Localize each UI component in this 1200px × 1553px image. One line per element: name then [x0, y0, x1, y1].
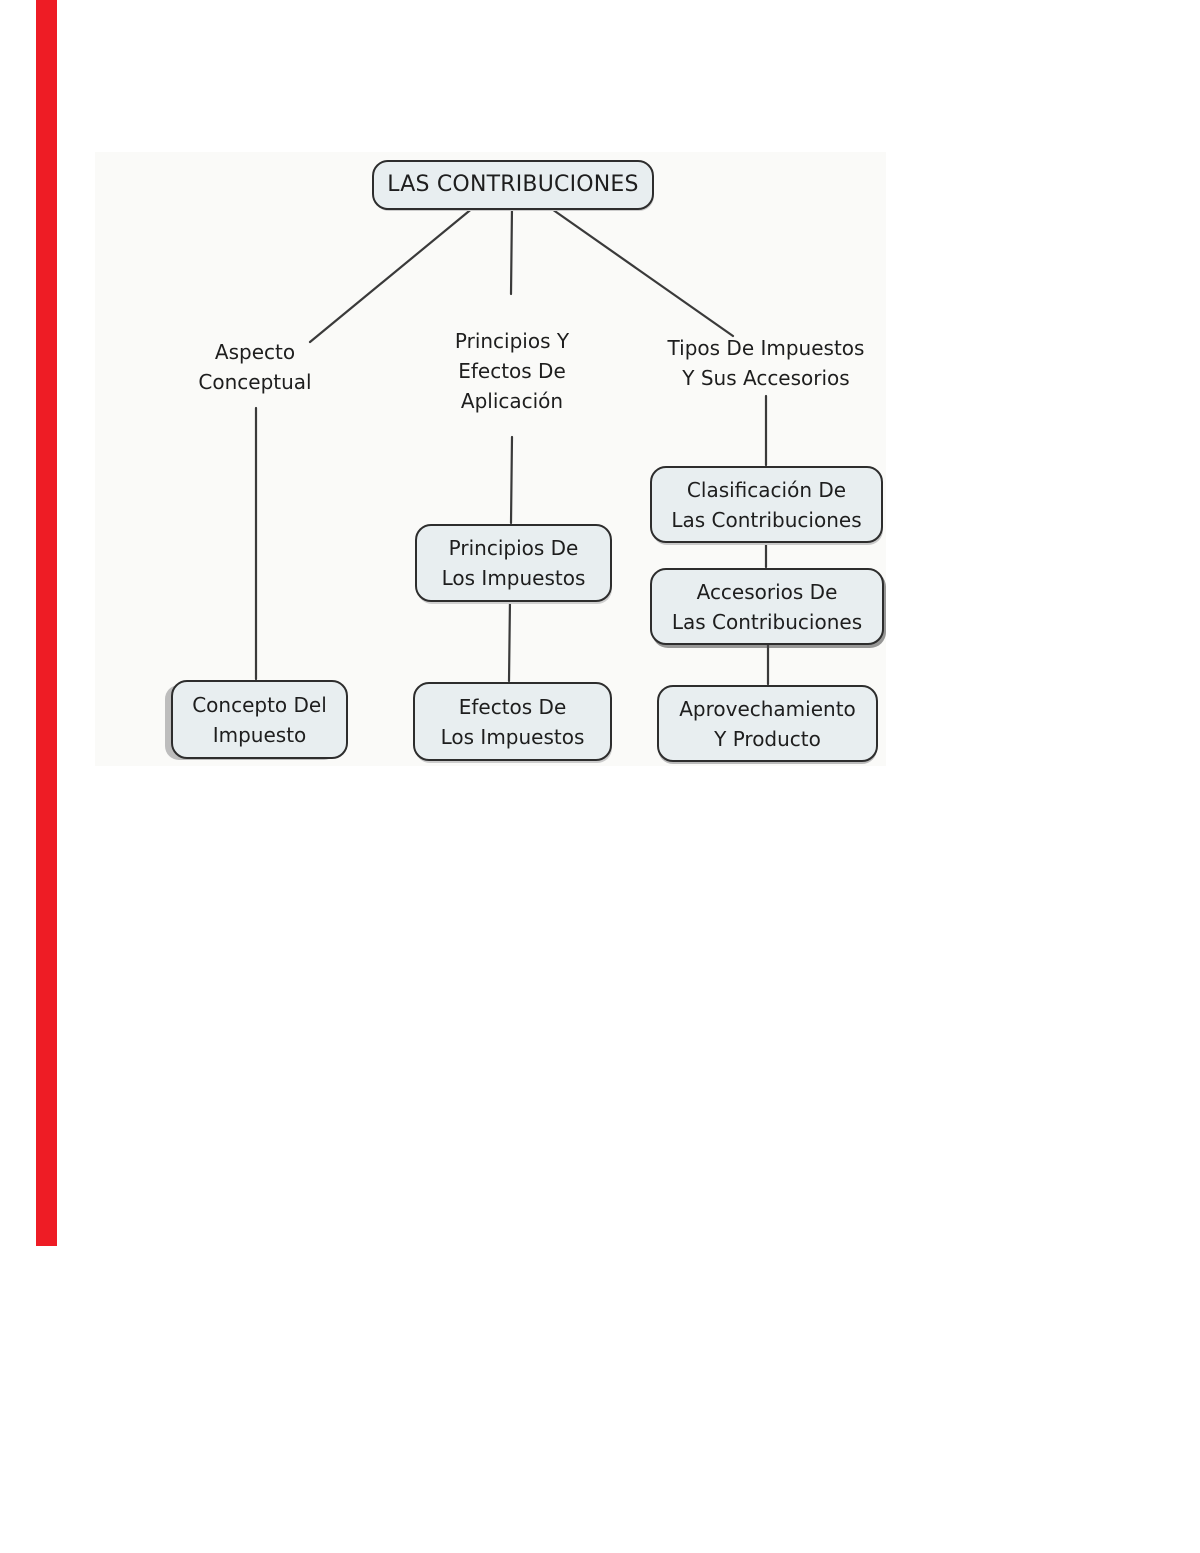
node-aprovechamiento-y-producto: Aprovechamiento Y Producto: [657, 685, 878, 762]
node-accesorios-line1: Accesorios De: [696, 579, 838, 604]
node-concepto-line2: Impuesto: [212, 722, 307, 747]
node-clasificacion-de-las-contribuciones: Clasificación De Las Contribuciones: [650, 466, 883, 543]
edge-root-principios: [509, 205, 514, 296]
node-clasificacion-line2: Las Contribuciones: [671, 507, 862, 532]
edge-root-aspecto: [308, 205, 476, 344]
node-principios-box-line1: Principios De: [448, 536, 579, 560]
node-efectos-line2: Los Impuestos: [440, 724, 585, 749]
node-las-contribuciones: LAS CONTRIBUCIONES: [372, 160, 654, 210]
node-concepto-line1: Concepto Del: [192, 692, 327, 717]
node-principios-box-line2: Los Impuestos: [441, 566, 586, 590]
edge-principios-principiosbox: [509, 435, 514, 525]
edge-principiosbox-efectos: [507, 597, 512, 683]
node-concepto-del-impuesto: Concepto Del Impuesto: [171, 680, 348, 759]
node-tipos-de-impuestos-y-sus-accesorios: Tipos De Impuestos Y Sus Accesorios: [641, 333, 891, 393]
scan-shading: [95, 152, 886, 766]
node-principios-de-los-impuestos: Principios De Los Impuestos: [415, 524, 612, 602]
node-las-contribuciones-label: LAS CONTRIBUCIONES: [387, 172, 639, 197]
node-principios-label-line2: Efectos De: [458, 359, 566, 383]
node-efectos-line1: Efectos De: [458, 694, 567, 719]
edge-root-tipos: [547, 205, 735, 338]
node-accesorios-line2: Las Contribuciones: [671, 609, 863, 634]
node-clasificacion-line1: Clasificación De: [686, 477, 847, 502]
node-aspecto-line2: Conceptual: [198, 370, 312, 394]
node-aprovechamiento-line2: Y Producto: [714, 726, 821, 751]
node-aspecto-line1: Aspecto: [214, 340, 296, 364]
node-aspecto-conceptual: Aspecto Conceptual: [155, 337, 355, 397]
node-accesorios-de-las-contribuciones: Accesorios De Las Contribuciones: [650, 568, 884, 645]
node-principios-label-line3: Aplicación: [460, 389, 564, 413]
node-efectos-de-los-impuestos: Efectos De Los Impuestos: [413, 682, 612, 761]
node-tipos-label-line2: Y Sus Accesorios: [682, 366, 850, 390]
node-principios-label-line1: Principios Y: [454, 329, 570, 353]
node-tipos-label-line1: Tipos De Impuestos: [667, 336, 865, 360]
red-margin-line: [36, 0, 57, 1246]
node-principios-y-efectos-de-aplicacion: Principios Y Efectos De Aplicación: [412, 326, 612, 416]
node-aprovechamiento-line1: Aprovechamiento: [679, 696, 856, 721]
